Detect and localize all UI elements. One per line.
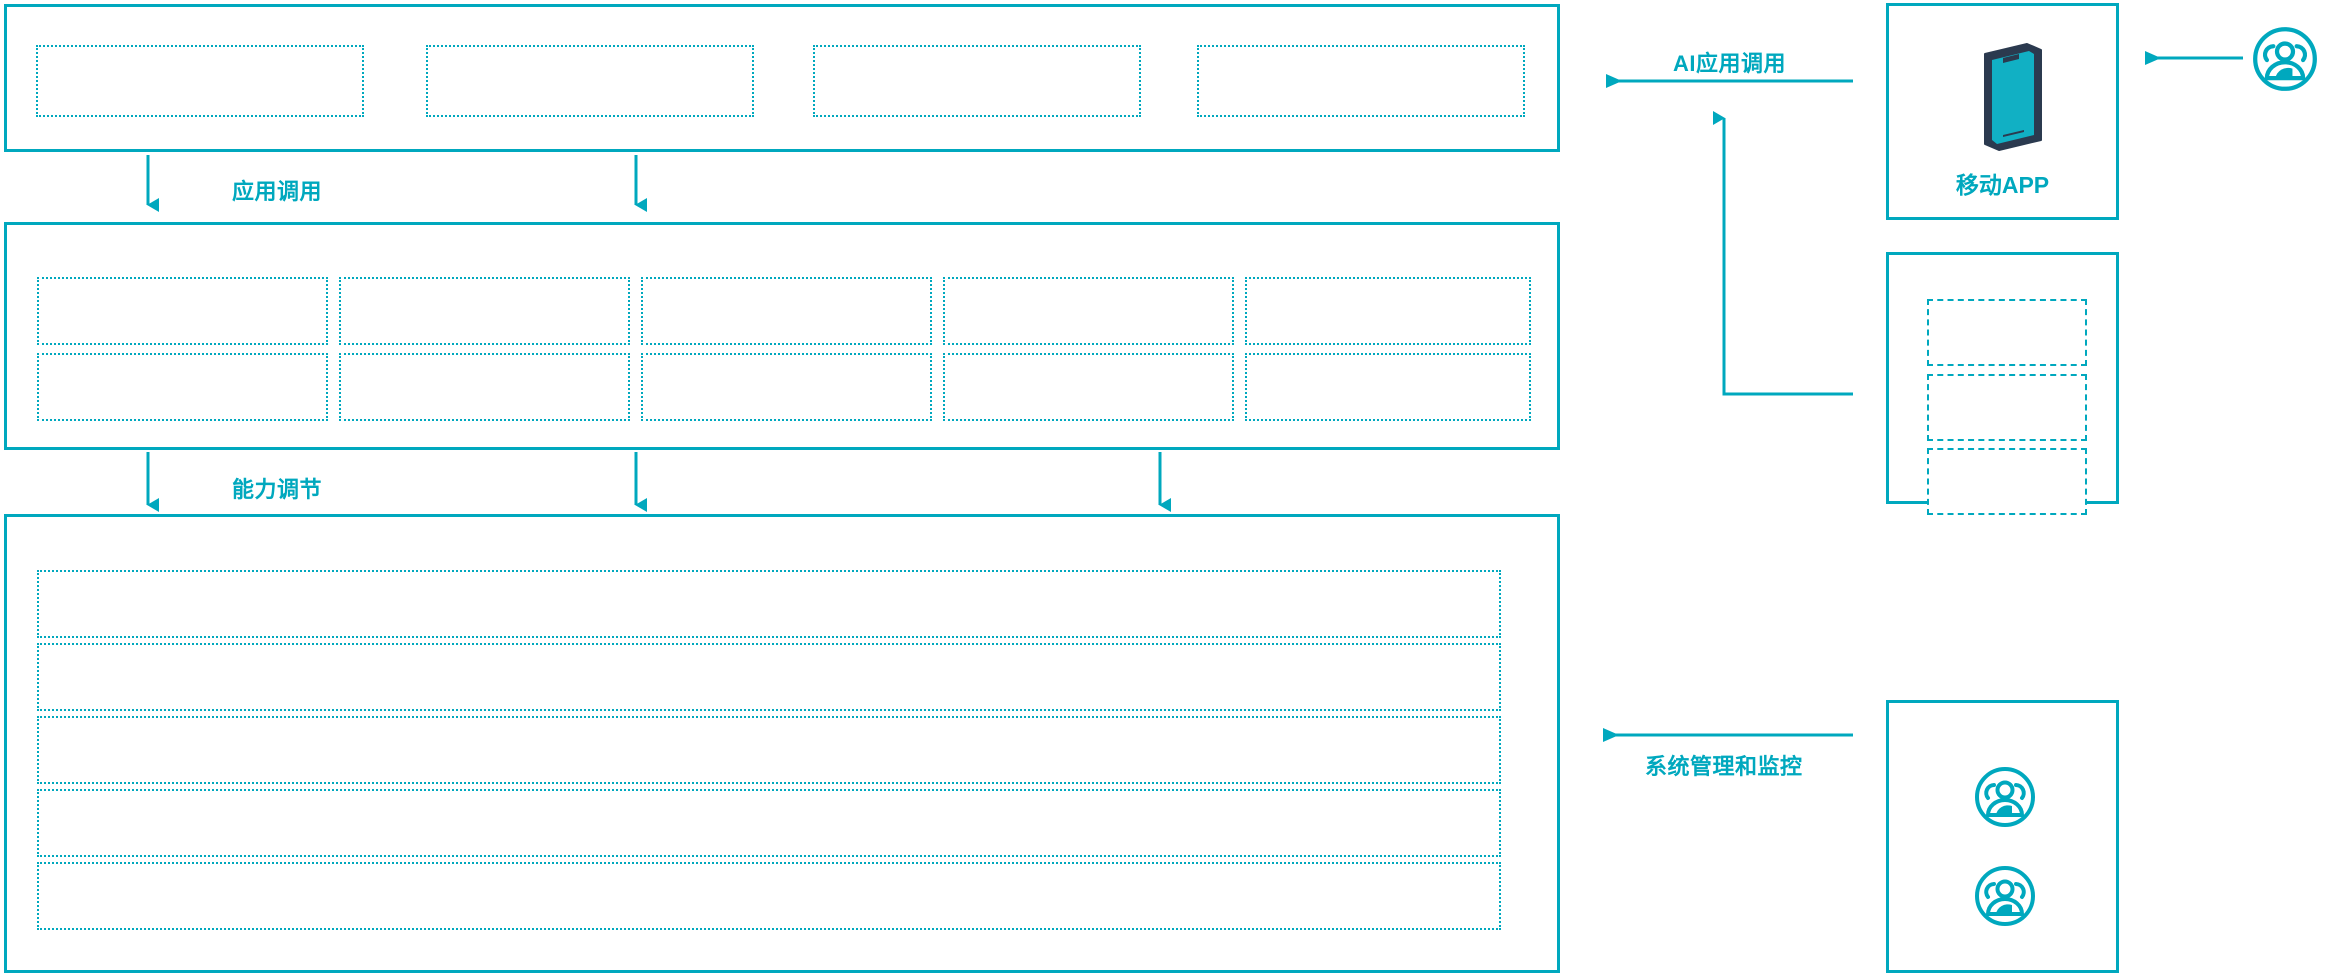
capability-layer-panel bbox=[4, 222, 1560, 450]
capability-layer-slot[interactable] bbox=[339, 277, 630, 345]
users-group-icon bbox=[1974, 766, 2036, 828]
external-actor-users-group-icon[interactable] bbox=[2252, 26, 2318, 92]
operations-card[interactable] bbox=[1886, 700, 2119, 973]
capability-layer-slot[interactable] bbox=[1245, 277, 1531, 345]
platform-layer-row[interactable] bbox=[37, 643, 1501, 711]
platform-layer-row[interactable] bbox=[37, 570, 1501, 638]
platform-layer-row[interactable] bbox=[37, 862, 1501, 930]
slot-label bbox=[1929, 376, 2085, 439]
label-system-admin-monitor: 系统管理和监控 bbox=[1645, 754, 1803, 779]
application-layer-slot[interactable] bbox=[1197, 45, 1525, 117]
slot-label bbox=[945, 355, 1232, 419]
capability-layer-slot[interactable] bbox=[1245, 353, 1531, 421]
slot-label bbox=[643, 355, 930, 419]
slot-label bbox=[39, 572, 1499, 636]
slot-label bbox=[341, 279, 628, 343]
slot-label bbox=[428, 47, 752, 115]
platform-layer-row[interactable] bbox=[37, 789, 1501, 857]
slot-label bbox=[643, 279, 930, 343]
slot-label bbox=[39, 355, 326, 419]
platform-layer-panel bbox=[4, 514, 1560, 973]
application-layer-slot[interactable] bbox=[813, 45, 1141, 117]
slot-label bbox=[1247, 279, 1529, 343]
platform-layer-row[interactable] bbox=[37, 716, 1501, 784]
slot-label bbox=[38, 47, 362, 115]
slot-label bbox=[39, 864, 1499, 928]
smartphone-icon bbox=[1953, 36, 2058, 156]
label-ai-app-call: AI应用调用 bbox=[1673, 51, 1787, 76]
capability-layer-slot[interactable] bbox=[943, 353, 1234, 421]
mobile-app-card[interactable]: 移动APP bbox=[1886, 3, 2119, 220]
application-layer-panel bbox=[4, 4, 1560, 152]
channel-card-slot[interactable] bbox=[1927, 448, 2087, 515]
capability-layer-slot[interactable] bbox=[943, 277, 1234, 345]
users-group-icon bbox=[1974, 865, 2036, 927]
arrow-channel-uplink bbox=[1713, 111, 1853, 396]
label-capability-adjust: 能力调节 bbox=[232, 477, 323, 502]
slot-label bbox=[1247, 355, 1529, 419]
channel-card-slot[interactable] bbox=[1927, 299, 2087, 366]
capability-layer-slot[interactable] bbox=[641, 277, 932, 345]
application-layer-slot[interactable] bbox=[426, 45, 754, 117]
slot-label bbox=[945, 279, 1232, 343]
slot-label bbox=[39, 718, 1499, 782]
channel-card[interactable] bbox=[1886, 252, 2119, 515]
application-layer-slot[interactable] bbox=[36, 45, 364, 117]
label-app-call: 应用调用 bbox=[232, 179, 323, 204]
slot-label bbox=[1929, 301, 2085, 364]
slot-label bbox=[39, 645, 1499, 709]
capability-layer-slot[interactable] bbox=[37, 277, 328, 345]
slot-label bbox=[815, 47, 1139, 115]
slot-label bbox=[341, 355, 628, 419]
mobile-app-caption: 移动APP bbox=[1955, 172, 2050, 198]
slot-label bbox=[39, 279, 326, 343]
slot-label bbox=[1929, 450, 2085, 513]
slot-label bbox=[39, 791, 1499, 855]
capability-layer-slot[interactable] bbox=[641, 353, 932, 421]
slot-label bbox=[1199, 47, 1523, 115]
capability-layer-slot[interactable] bbox=[37, 353, 328, 421]
channel-card-slot[interactable] bbox=[1927, 374, 2087, 441]
capability-layer-slot[interactable] bbox=[339, 353, 630, 421]
